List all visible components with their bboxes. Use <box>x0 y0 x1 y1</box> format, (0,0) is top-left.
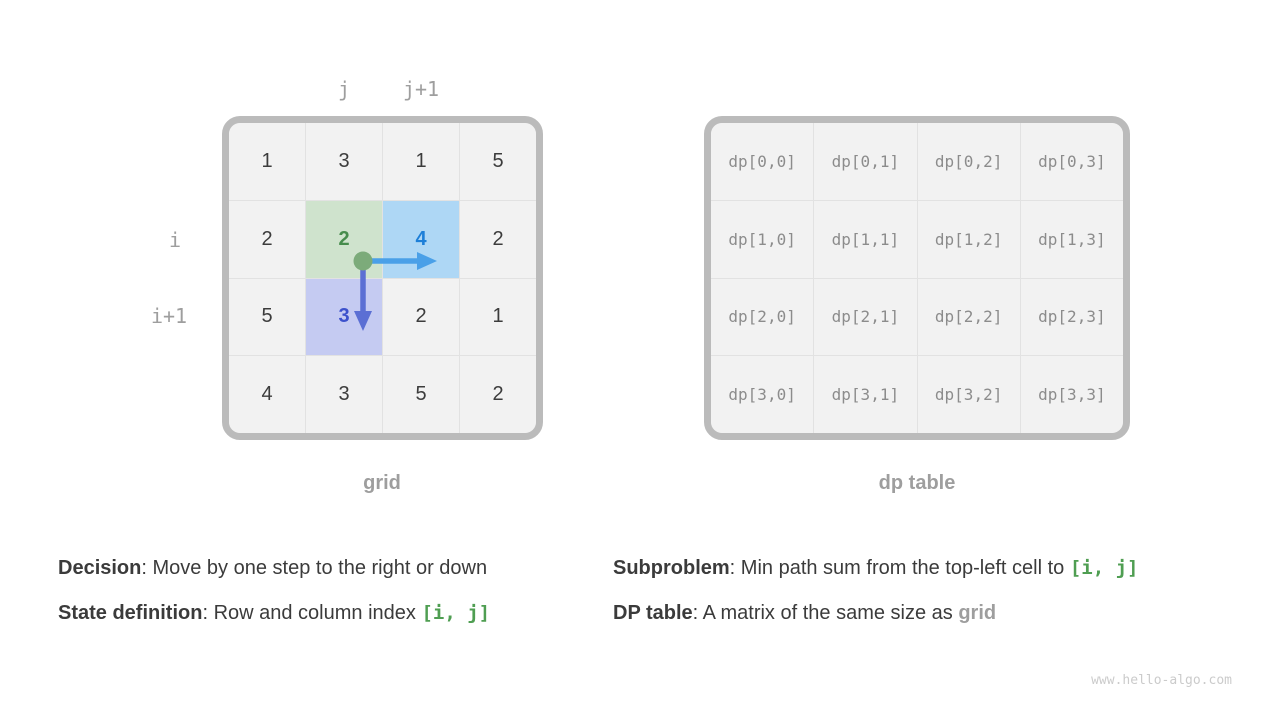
note-state-definition: State definition: Row and column index [… <box>58 602 490 625</box>
grid-matrix-cell-3-1: 3 <box>306 356 382 433</box>
dp-matrix-cell-0-1: dp[0,1] <box>814 123 917 200</box>
dp-matrix-cell-2-0: dp[2,0] <box>711 278 814 356</box>
dp-matrix-panel: dp[0,0]dp[0,1]dp[0,2]dp[0,3]dp[1,0]dp[1,… <box>704 116 1130 440</box>
notes-left: Decision: Move by one step to the right … <box>58 557 490 647</box>
dp-matrix-cell-0-0: dp[0,0] <box>711 123 814 200</box>
grid-matrix-cell-1-2: 4 <box>383 200 459 278</box>
note-dp-table: DP table: A matrix of the same size as g… <box>613 602 1138 625</box>
grid-matrix-cell-1-3: 2 <box>460 200 536 278</box>
grid-matrix-cell-1-0: 2 <box>229 200 305 278</box>
dp-matrix-cell-0-3: dp[0,3] <box>1020 123 1123 200</box>
note-body: : Row and column index <box>202 602 422 624</box>
dp-matrix-cell-2-1: dp[2,1] <box>814 278 917 356</box>
note-label: Decision <box>58 557 142 579</box>
dp-caption: dp table <box>878 472 956 494</box>
grid-caption: grid <box>363 472 401 494</box>
row-label-i-plus-1: i+1 <box>150 304 188 328</box>
note-label: DP table <box>613 602 693 624</box>
note-body: : Min path sum from the top-left cell to <box>729 557 1070 579</box>
grid-matrix-cell-2-0: 5 <box>229 278 305 356</box>
note-code: [i, j] <box>421 602 491 624</box>
note-code: [i, j] <box>1069 557 1139 579</box>
note-label: Subproblem <box>613 557 730 579</box>
dp-matrix-cell-3-0: dp[3,0] <box>711 356 814 433</box>
dp-matrix-cell-2-2: dp[2,2] <box>917 278 1020 356</box>
grid-matrix-cell-2-2: 2 <box>383 278 459 356</box>
col-label-j: j <box>337 77 351 101</box>
dp-matrix-cell-3-1: dp[3,1] <box>814 356 917 433</box>
grid-matrix-cell-2-1: 3 <box>306 278 382 356</box>
dp-matrix-cell-0-2: dp[0,2] <box>917 123 1020 200</box>
grid-matrix-cell-3-3: 2 <box>460 356 536 433</box>
grid-matrix-cell-0-1: 3 <box>306 123 382 200</box>
grid-matrix-cell-3-0: 4 <box>229 356 305 433</box>
note-decision: Decision: Move by one step to the right … <box>58 557 490 580</box>
col-label-j-plus-1: j+1 <box>402 77 440 101</box>
dp-matrix-cell-3-2: dp[3,2] <box>917 356 1020 433</box>
note-grid-ref: grid <box>958 602 997 624</box>
dp-matrix-cell-1-2: dp[1,2] <box>917 200 1020 278</box>
grid-matrix-cell-0-2: 1 <box>383 123 459 200</box>
note-body: : Move by one step to the right or down <box>141 557 488 579</box>
dp-matrix-cell-3-3: dp[3,3] <box>1020 356 1123 433</box>
grid-matrix-cell-0-0: 1 <box>229 123 305 200</box>
row-label-i: i <box>168 228 182 252</box>
notes-right: Subproblem: Min path sum from the top-le… <box>613 557 1138 647</box>
dp-matrix-cell-1-0: dp[1,0] <box>711 200 814 278</box>
grid-matrix-cell-2-3: 1 <box>460 278 536 356</box>
watermark: www.hello-algo.com <box>1091 673 1232 688</box>
grid-matrix-cell-3-2: 5 <box>383 356 459 433</box>
dp-matrix-cell-1-3: dp[1,3] <box>1020 200 1123 278</box>
grid-matrix-cell-1-1: 2 <box>306 200 382 278</box>
grid-matrix-cell-0-3: 5 <box>460 123 536 200</box>
dp-matrix: dp[0,0]dp[0,1]dp[0,2]dp[0,3]dp[1,0]dp[1,… <box>704 116 1130 440</box>
dp-matrix-cell-1-1: dp[1,1] <box>814 200 917 278</box>
note-label: State definition <box>58 602 203 624</box>
note-body: : A matrix of the same size as <box>692 602 959 624</box>
note-subproblem: Subproblem: Min path sum from the top-le… <box>613 557 1138 580</box>
dp-matrix-cell-2-3: dp[2,3] <box>1020 278 1123 356</box>
